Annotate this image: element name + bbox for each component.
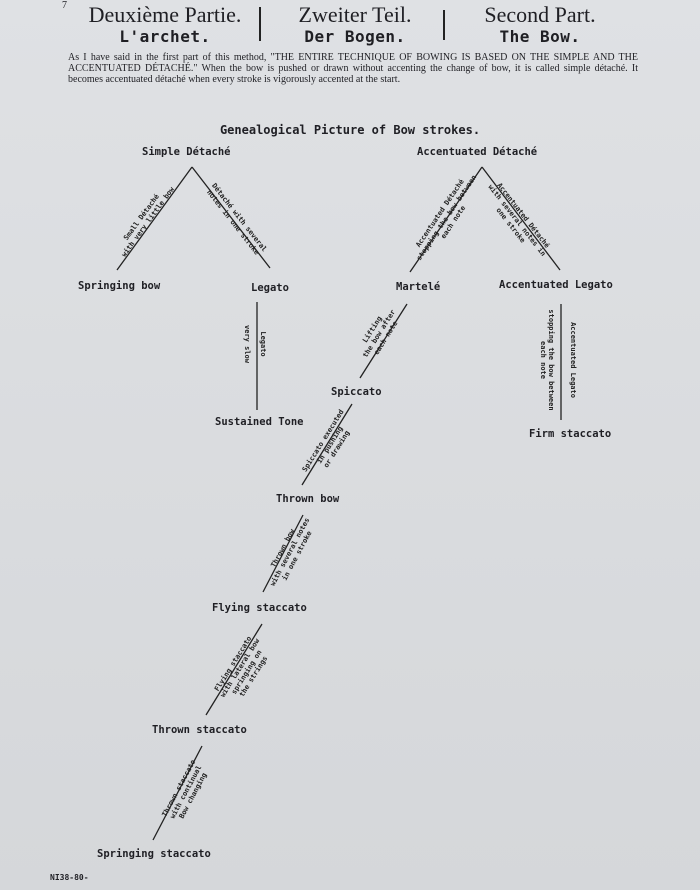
svg-text:with very little bow: with very little bow <box>120 185 176 259</box>
header-separator-1 <box>259 7 261 41</box>
edge-line-10 <box>205 623 263 716</box>
header-german-title: Zweiter Teil. <box>298 2 412 27</box>
header-separator-2 <box>443 10 445 40</box>
svg-text:notes in one stroke: notes in one stroke <box>205 188 261 256</box>
svg-text:with several notes in: with several notes in <box>486 183 547 258</box>
edge-label-4: Accentuated Détaché with several notes i… <box>486 182 551 258</box>
edge-line-4 <box>481 166 561 271</box>
svg-text:Accentuated Legato: Accentuated Legato <box>569 322 577 398</box>
edge-line-8 <box>301 403 353 486</box>
header-english-subtitle: The Bow. <box>499 27 581 46</box>
node-thrown-bow: Thrown bow <box>276 493 340 505</box>
edge-label-11: Thrown staccato with continual Bow chang… <box>161 758 209 820</box>
svg-text:stopping the bow between: stopping the bow between <box>547 309 555 410</box>
header-english-title: Second Part. <box>484 2 596 27</box>
edge-label-5: Legato very slow <box>243 325 267 364</box>
node-thrown-staccato: Thrown staccato <box>152 724 247 736</box>
header-french-title: Deuxième Partie. <box>88 2 242 27</box>
node-simple-detache: Simple Détaché <box>142 146 231 158</box>
edge-label-1: Small Détaché with very little bow <box>120 185 176 259</box>
svg-text:very slow: very slow <box>243 325 251 364</box>
header-french-subtitle: L'archet. <box>119 27 211 46</box>
node-springing-bow: Springing bow <box>78 280 161 292</box>
genealogy-title: Genealogical Picture of Bow strokes. <box>219 123 481 137</box>
edge-label-9: Thrown bow with several notes in one str… <box>269 517 314 588</box>
svg-text:each note: each note <box>539 341 547 379</box>
edge-line-3 <box>409 166 483 273</box>
edge-label-8: Spiccato executed in pushing or drawing <box>301 408 352 473</box>
edge-line-9 <box>262 514 304 593</box>
edge-line-6 <box>359 303 408 379</box>
node-firm-staccato: Firm staccato <box>529 428 612 440</box>
node-springing-staccato: Springing staccato <box>97 848 211 860</box>
svg-text:Legato: Legato <box>259 331 267 356</box>
node-flying-staccato: Flying staccato <box>212 602 307 614</box>
edge-label-6: Lifting the bow after each note <box>361 308 399 359</box>
node-legato: Legato <box>251 282 289 294</box>
node-accentuated-legato: Accentuated Legato <box>499 279 613 291</box>
header-french: Deuxième Partie. L'archet. <box>75 2 255 46</box>
svg-text:stopping the bow between: stopping the bow between <box>415 174 478 262</box>
edge-line-1 <box>116 166 193 271</box>
edge-label-7: Accentuated Legato stopping the bow betw… <box>539 309 577 410</box>
node-sustained-tone: Sustained Tone <box>215 416 304 428</box>
edge-line-11 <box>152 745 203 841</box>
edge-label-2: Détaché with several notes in one stroke <box>205 182 268 257</box>
edge-line-2 <box>191 166 271 269</box>
intro-paragraph: As I have said in the first part of this… <box>68 52 638 85</box>
edge-label-10: Flying staccato with lateral bow springi… <box>213 635 269 699</box>
node-accentuated-detache: Accentuated Détaché <box>417 146 538 158</box>
header-german: Zweiter Teil. Der Bogen. <box>270 2 440 46</box>
node-spiccato: Spiccato <box>331 386 382 398</box>
footer-catalog-number: NI38-80- <box>50 873 89 882</box>
header-german-subtitle: Der Bogen. <box>304 27 406 46</box>
node-martele: Martelé <box>396 281 441 293</box>
header-english: Second Part. The Bow. <box>455 2 625 46</box>
svg-text:Détaché with several: Détaché with several <box>210 182 268 253</box>
corner-mark: 7 <box>62 0 67 11</box>
edge-label-3: Accentuated Détaché stopping the bow bet… <box>414 174 478 262</box>
intro-text: As I have said in the first part of this… <box>68 52 638 85</box>
